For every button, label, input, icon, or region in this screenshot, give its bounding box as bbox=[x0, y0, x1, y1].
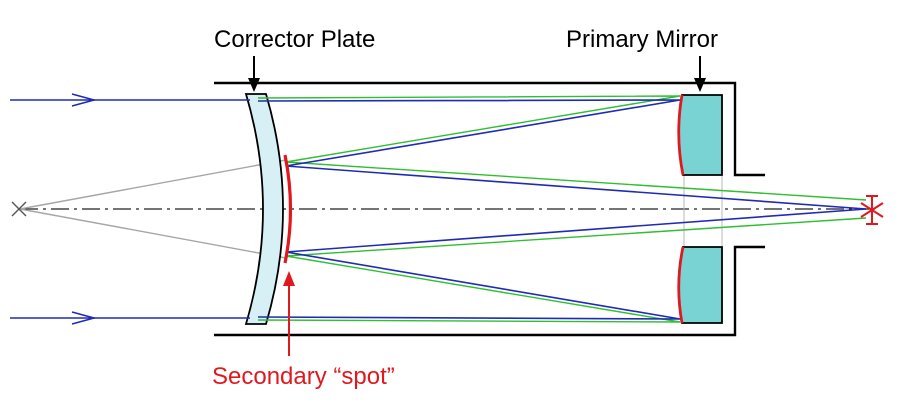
label-secondary-spot: Secondary “spot” bbox=[212, 363, 395, 390]
label-primary-mirror: Primary Mirror bbox=[566, 26, 718, 53]
construction-rays bbox=[19, 159, 287, 259]
secondary-spot bbox=[283, 154, 293, 264]
blue-rays bbox=[257, 99, 867, 320]
virtual-point-marker bbox=[11, 201, 27, 217]
mirror-hole-guides bbox=[683, 176, 723, 246]
green-rays bbox=[257, 95, 867, 323]
label-corrector-plate: Corrector Plate bbox=[214, 26, 375, 53]
telescope-tube bbox=[214, 81, 765, 337]
corrector-plate bbox=[244, 93, 284, 325]
corrector-plate-pointer bbox=[248, 56, 260, 92]
incoming-ray-arrows bbox=[71, 93, 98, 325]
incoming-rays bbox=[10, 99, 250, 319]
primary-mirror-top bbox=[677, 94, 723, 176]
focal-point-marker bbox=[860, 195, 884, 225]
primary-mirror-pointer bbox=[694, 56, 706, 92]
secondary-spot-pointer bbox=[283, 271, 295, 356]
primary-mirror-bottom bbox=[677, 246, 723, 324]
primary-mirror-reflective-surface bbox=[677, 94, 685, 324]
